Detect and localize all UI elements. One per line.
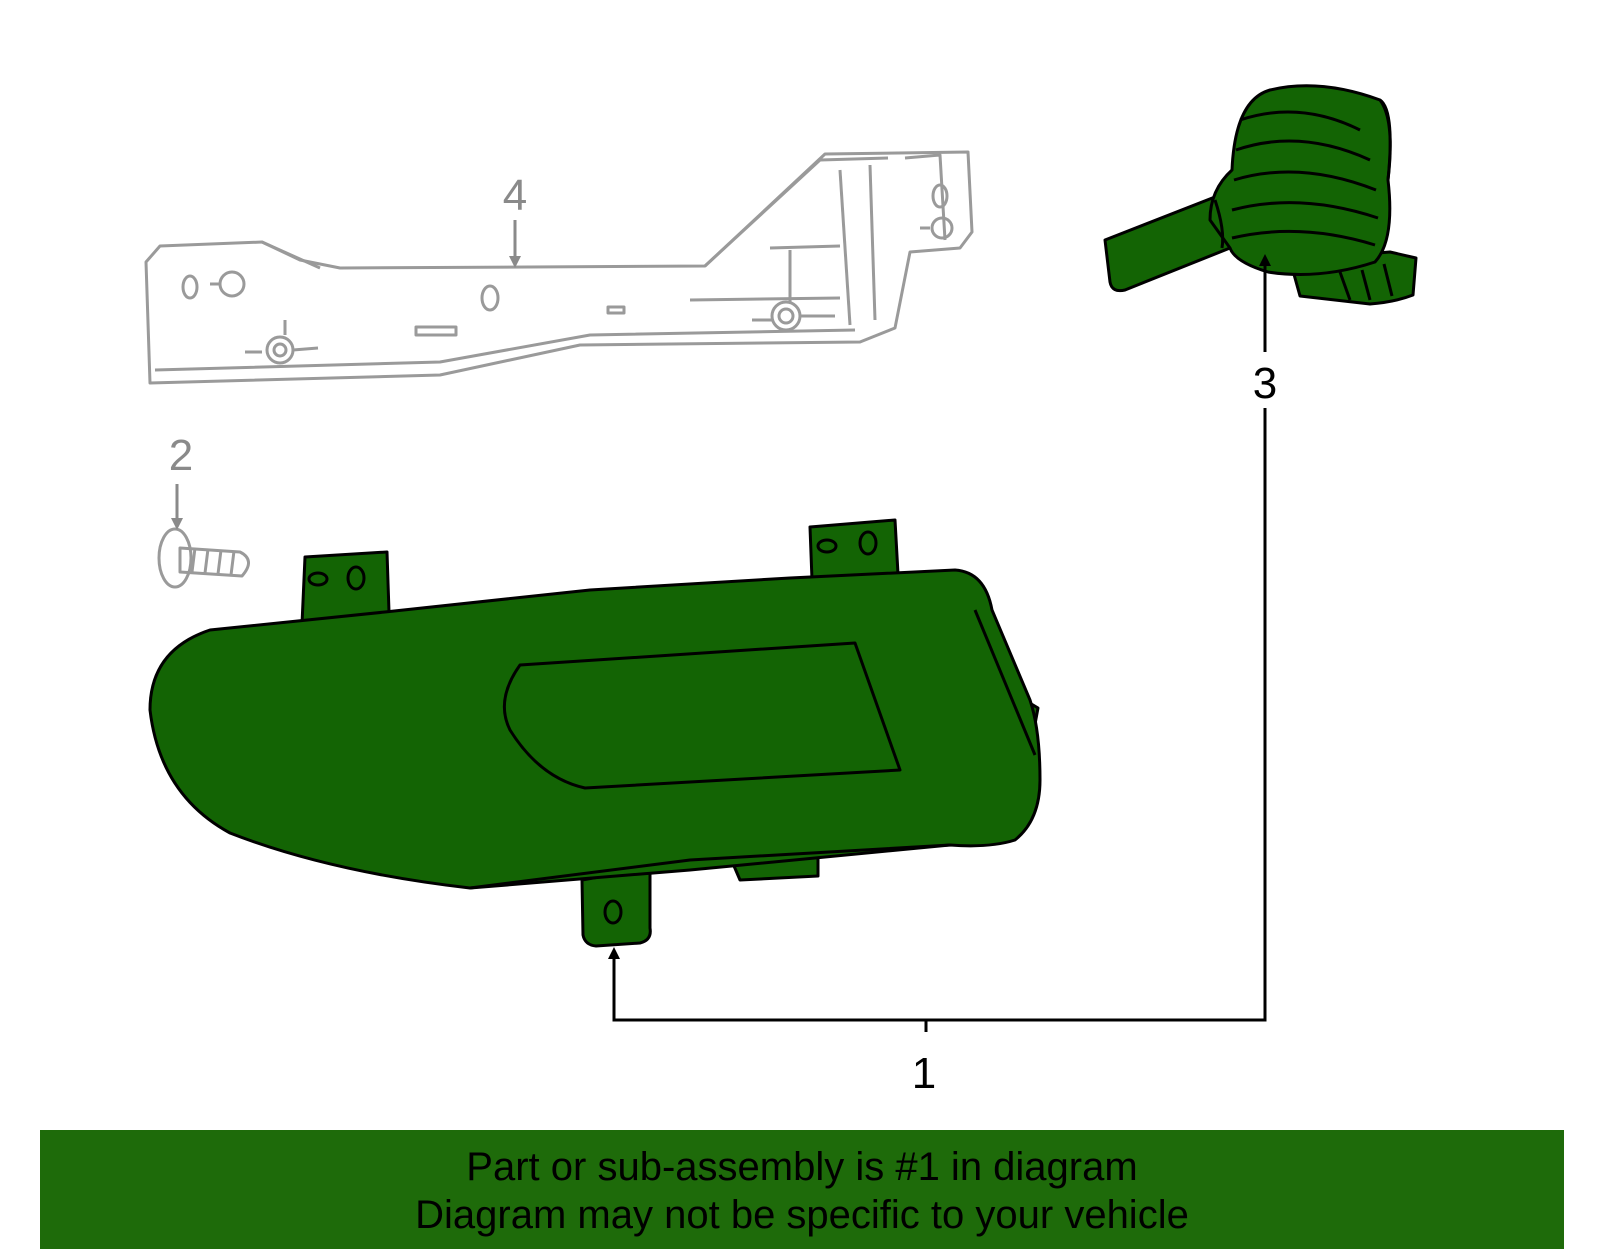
banner-line-2: Diagram may not be specific to your vehi…	[415, 1193, 1189, 1237]
fog-lamp-part-1	[148, 518, 1042, 948]
callout-3: 3	[1253, 359, 1277, 408]
bulb-part-3	[1103, 84, 1418, 306]
bracket-part-4	[144, 150, 974, 385]
banner-line-1: Part or sub-assembly is #1 in diagram	[466, 1145, 1138, 1189]
callout-1: 1	[912, 1049, 936, 1098]
callout-4: 4	[503, 171, 527, 220]
leader-line-1-3	[608, 254, 1271, 1032]
callout-2: 2	[169, 431, 193, 480]
screw-part-2	[157, 527, 250, 589]
info-banner: Part or sub-assembly is #1 in diagram Di…	[40, 1130, 1564, 1249]
